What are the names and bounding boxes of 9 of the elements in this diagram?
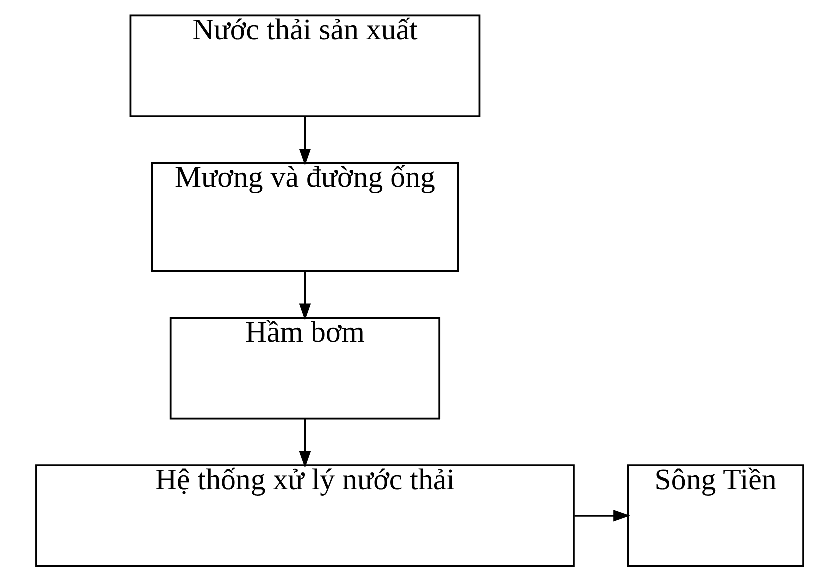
arrow (574, 510, 630, 522)
arrow (299, 117, 312, 166)
arrow (299, 272, 312, 321)
node-box: Sông Tiền (627, 464, 804, 568)
node-box: Hệ thống xử lý nước thải (36, 464, 575, 568)
arrow (299, 418, 312, 468)
node-box: Hầm bơm (170, 317, 441, 420)
node-box: Nước thải sản xuất (130, 14, 481, 118)
node-box: Mương và đường ống (151, 162, 460, 272)
